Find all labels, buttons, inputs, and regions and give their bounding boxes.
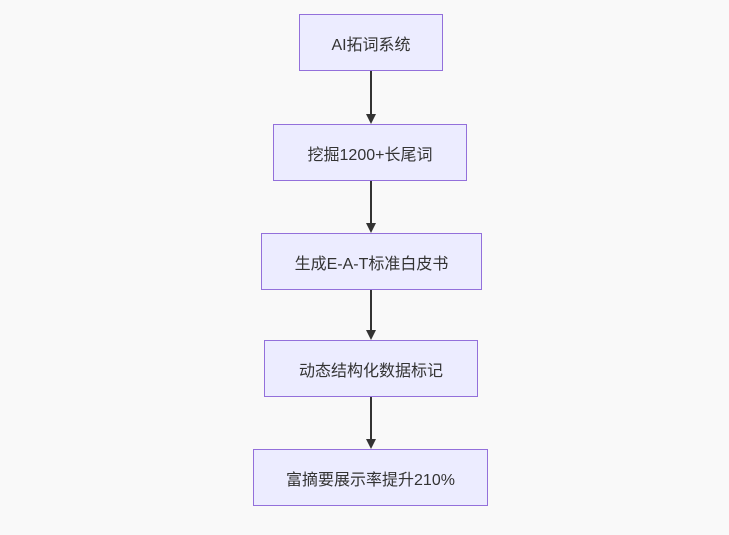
flow-node-label: 动态结构化数据标记	[298, 362, 443, 380]
edge-n2-n3	[366, 181, 376, 233]
edge-n3-n4	[366, 290, 376, 340]
flow-node-ai-word-expansion: AI拓词系统	[299, 14, 443, 71]
edge-n1-n2	[366, 71, 376, 124]
flow-node-eat-whitepaper: 生成E-A-T标准白皮书	[261, 233, 482, 290]
flow-node-label: 富摘要展示率提升210%	[286, 471, 455, 489]
edge-n4-n5	[366, 397, 376, 449]
flow-node-structured-data: 动态结构化数据标记	[264, 340, 478, 397]
flow-node-label: 挖掘1200+长尾词	[307, 146, 433, 164]
flow-node-label: AI拓词系统	[331, 36, 411, 54]
flow-node-rich-snippet-result: 富摘要展示率提升210%	[253, 449, 488, 506]
flow-node-label: 生成E-A-T标准白皮书	[294, 255, 449, 273]
flow-node-longtail-mining: 挖掘1200+长尾词	[273, 124, 467, 181]
